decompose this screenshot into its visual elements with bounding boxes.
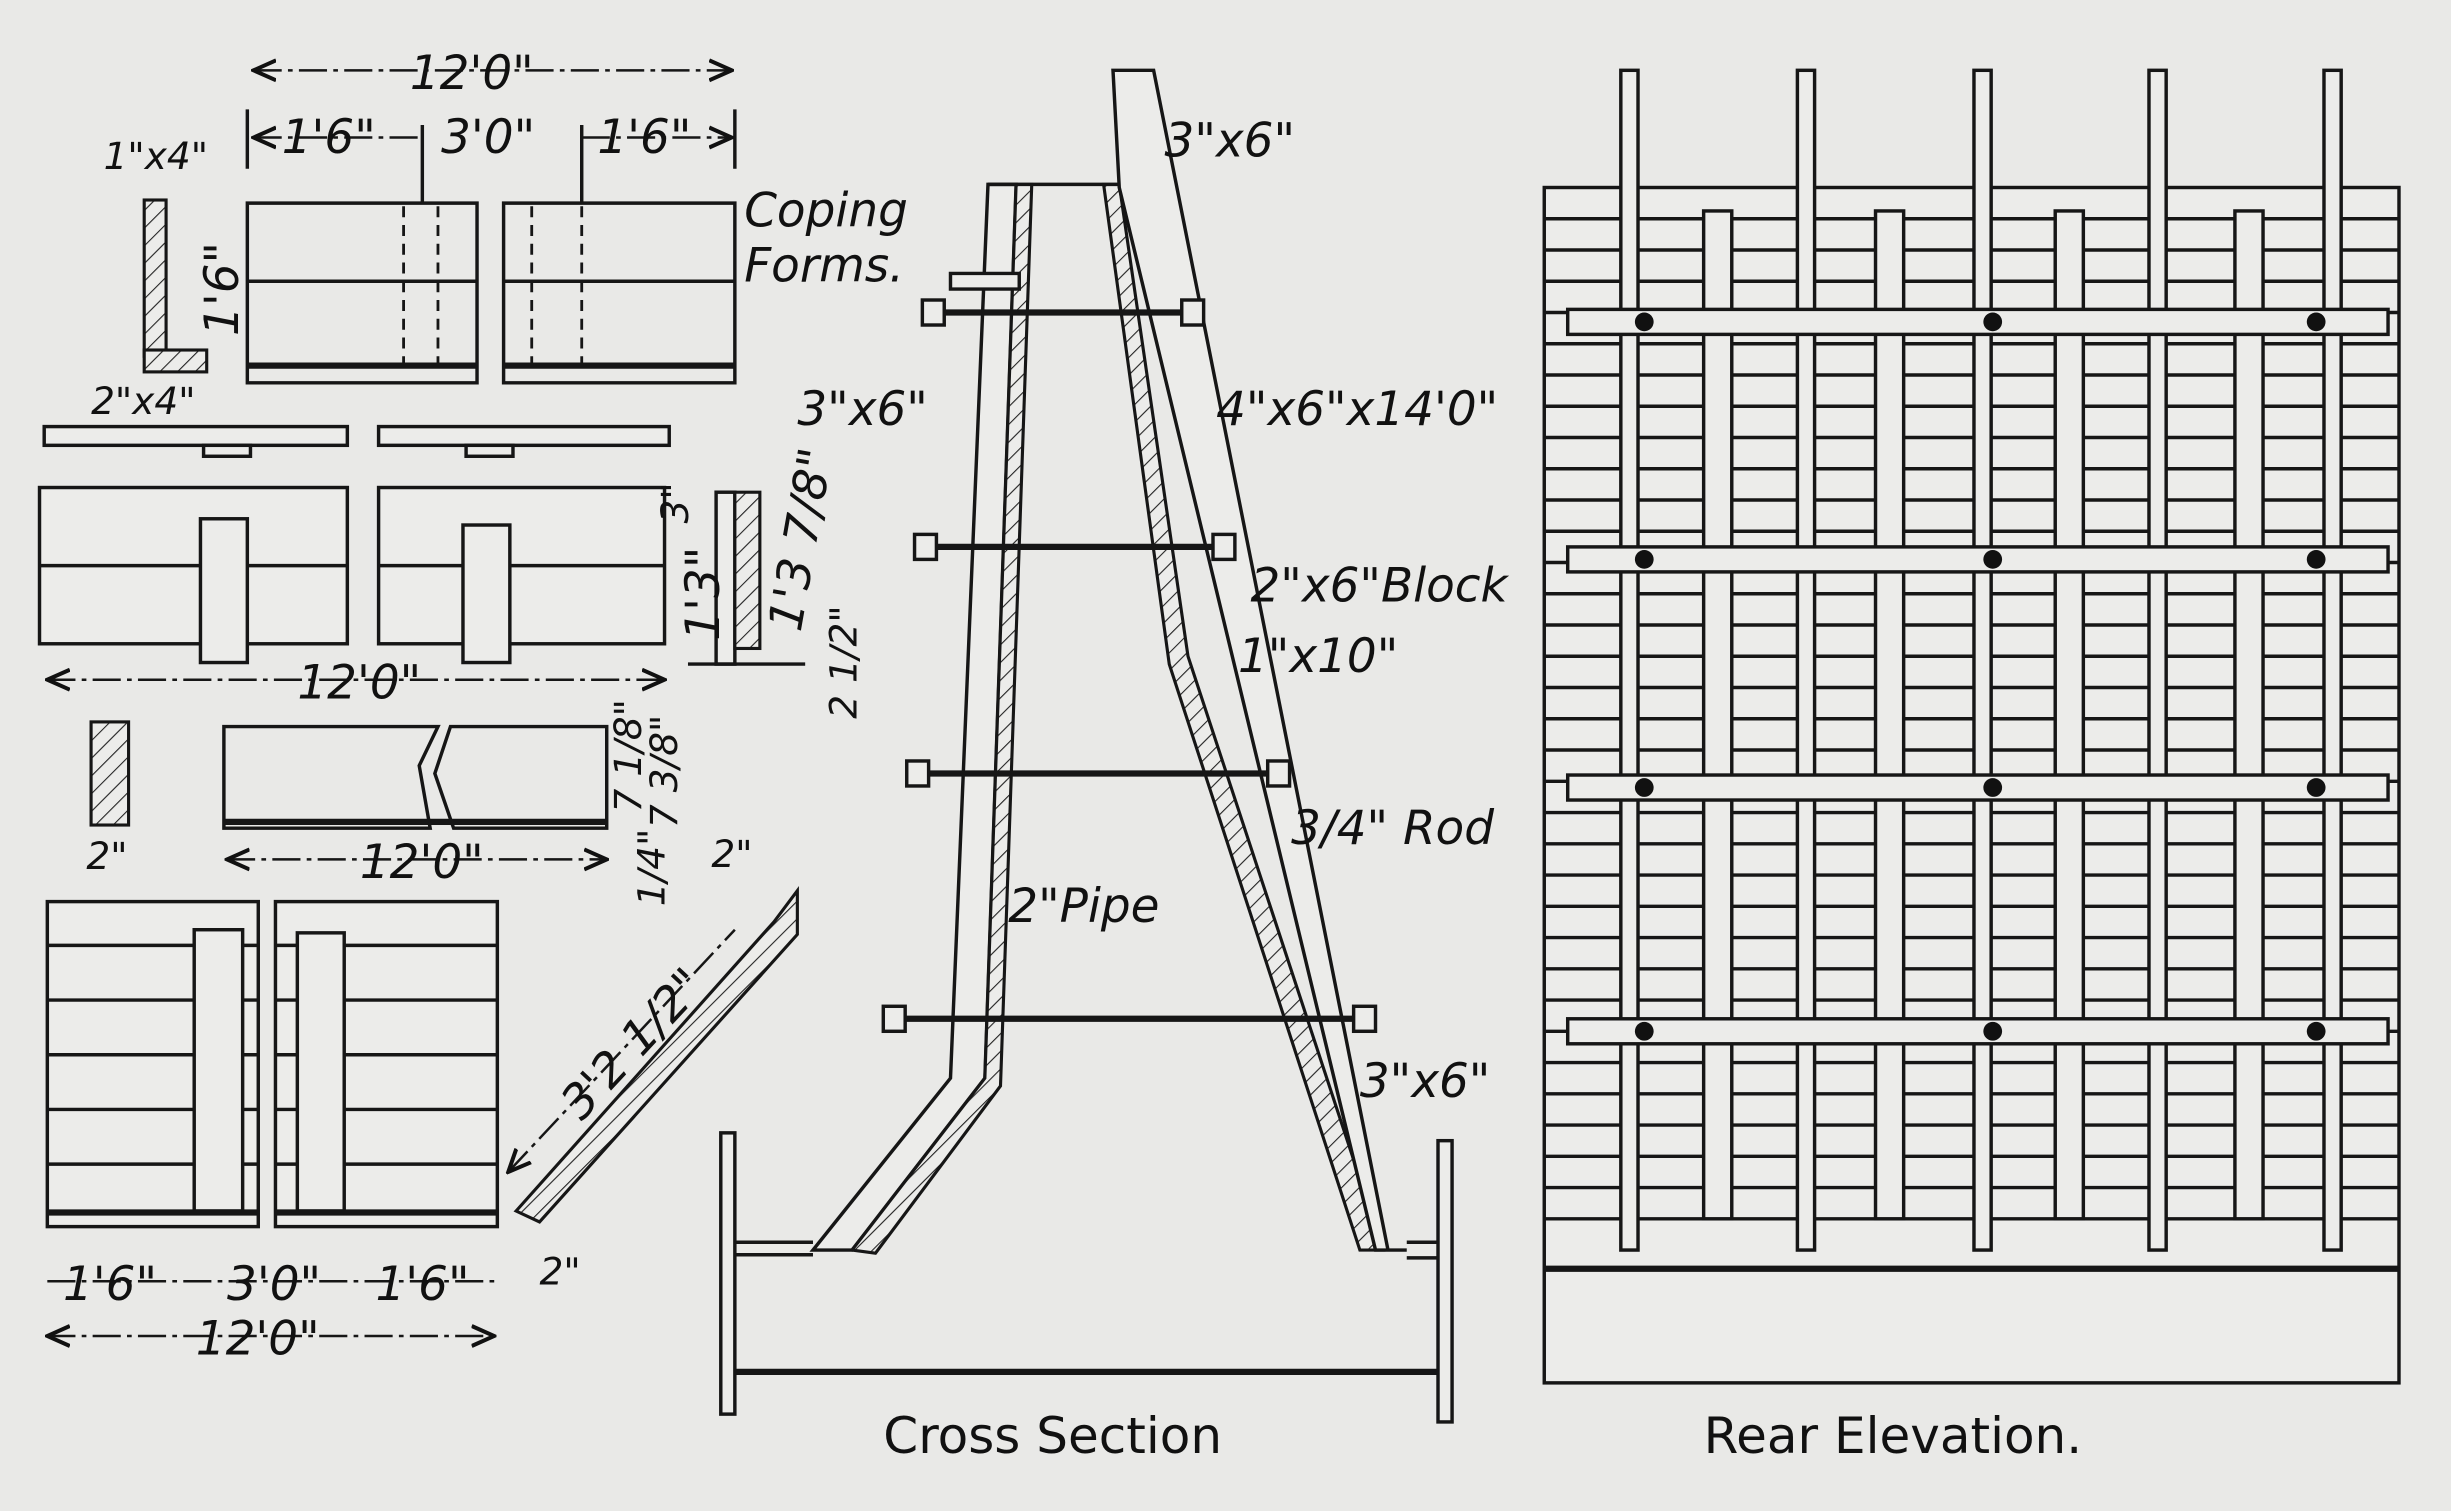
dim-height-a: 7 1/8": [606, 699, 650, 812]
batten: [2053, 209, 2086, 1221]
cross-section: 3"x6" 3"x6" 4"x6"x14'0" 2"x6"Block 1"x10…: [719, 68, 1510, 1465]
label-block: 2"x6"Block: [1251, 559, 1510, 614]
nut-icon: [905, 759, 931, 788]
strip-detail: 2" 12'0" 7 1/8" 7 3/8" 1/4": [86, 699, 686, 906]
nut-icon: [912, 532, 939, 562]
wale: [1565, 545, 2390, 574]
caption-cross-section: Cross Section: [883, 1407, 1222, 1465]
bolt-icon: [1634, 312, 1654, 332]
post: [1619, 68, 1640, 1252]
dim-middle: 3'0": [441, 110, 535, 165]
bolt-icon: [2306, 1021, 2326, 1041]
middle-panels: 12'0" 3" 1'3" 1'3 7/8" 2 1/2": [37, 424, 866, 719]
dim-right: 1'6": [597, 110, 691, 165]
label-upright: 4"x6"x14'0": [1216, 382, 1498, 437]
wale: [1565, 773, 2390, 802]
nut-icon: [920, 298, 946, 327]
label-2x4: 2"x4": [91, 379, 195, 423]
dim-overall: 12'0": [196, 1312, 320, 1367]
dim-left: 1'6": [282, 110, 376, 165]
label-bottom-member: 3"x6": [1360, 1054, 1490, 1109]
dim-length: 12'0": [297, 655, 421, 710]
title-forms: Forms.: [744, 238, 904, 293]
bolt-icon: [1983, 550, 2003, 569]
dim-length: 12'0": [360, 835, 484, 890]
wale: [1565, 307, 2390, 337]
caption-rear-elevation: Rear Elevation.: [1704, 1407, 2082, 1465]
title-coping: Coping: [744, 184, 908, 239]
dim-width: 2": [86, 834, 127, 878]
dim-diag-top: 2": [711, 832, 752, 876]
batten: [2233, 209, 2265, 1221]
label-1x4: 1"x4": [104, 134, 208, 178]
label-top-member: 3"x6": [1165, 113, 1295, 168]
label-pipe: 2"Pipe: [1008, 879, 1159, 934]
nut-icon: [1265, 759, 1292, 788]
rear-elevation: Rear Elevation.: [1542, 68, 2401, 1465]
bolt-icon: [2306, 312, 2326, 332]
wale: [1565, 1017, 2390, 1046]
bolt-icon: [2306, 550, 2326, 569]
batten: [1873, 209, 1906, 1221]
bolt-icon: [2306, 778, 2326, 797]
post: [1795, 68, 1817, 1252]
dim-middle: 3'0": [227, 1257, 321, 1312]
post: [2147, 68, 2168, 1252]
post: [1972, 68, 1993, 1252]
bolt-icon: [1634, 550, 1654, 569]
dim-bottom: 1/4": [630, 829, 674, 907]
dim-height: 1'6": [195, 242, 250, 336]
label-rod: 3/4" Rod: [1291, 801, 1494, 856]
dim-left: 1'6": [63, 1257, 157, 1312]
bolt-icon: [1634, 1021, 1654, 1041]
dim-height-b: 7 3/8": [642, 715, 686, 828]
nut-icon: [881, 1004, 907, 1034]
post: [2322, 68, 2343, 1252]
nut-icon: [1211, 532, 1237, 562]
label-board: 1"x10": [1238, 629, 1398, 684]
lower-panel: 1'6" 3'0" 1'6" 12'0" 3'2 1/2" 2" 2": [47, 832, 799, 1367]
dim-right: 1'6": [375, 1257, 469, 1312]
nut-icon: [1351, 1004, 1378, 1034]
bolt-icon: [1634, 778, 1654, 797]
dim-overall-length: 12'0": [410, 46, 534, 101]
bolt-icon: [1983, 312, 2003, 332]
bolt-icon: [1983, 778, 2003, 797]
dim-top-gap: 3": [653, 482, 697, 523]
dim-diag-bottom: 2": [540, 1249, 581, 1293]
label-left-member: 3"x6": [797, 382, 927, 437]
coping-forms: 12'0" 1'6" 3'0" 1'6" 1"x4" 1'6" 2"x4" Co…: [91, 46, 908, 423]
nut-icon: [1180, 298, 1206, 327]
batten: [1701, 209, 1734, 1221]
bolt-icon: [1983, 1021, 2003, 1041]
dim-height: 1'3": [676, 547, 731, 641]
dim-bottom: 2 1/2": [822, 605, 866, 718]
